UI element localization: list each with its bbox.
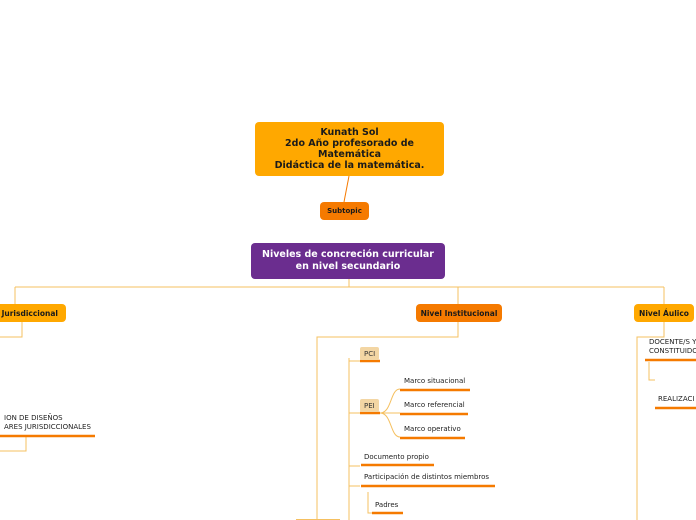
main-topic-line2: en nivel secundario <box>295 261 401 272</box>
jurisdiccional-item-line2: ARES JURISDICCIONALES <box>4 423 91 431</box>
main-topic[interactable]: Niveles de concreción curricular en nive… <box>251 243 445 279</box>
docente-node[interactable]: DOCENTE/S Y CONSTITUIDO <box>649 338 696 356</box>
nivel-institucional-node[interactable]: Nivel Institucional <box>416 304 502 322</box>
jurisdiccional-item[interactable]: ION DE DISEÑOS ARES JURISDICCIONALES <box>4 414 91 432</box>
central-title-line2: 2do Año profesorado de <box>285 138 414 149</box>
central-topic[interactable]: Kunath Sol 2do Año profesorado de Matemá… <box>255 122 444 176</box>
documento-propio-node[interactable]: Documento propio <box>364 453 429 461</box>
central-title-line3: Matemática <box>318 149 381 160</box>
pei-child-marco-referencial[interactable]: Marco referencial <box>404 401 465 409</box>
participacion-node[interactable]: Participación de distintos miembros <box>364 473 490 481</box>
pei-child-marco-operativo[interactable]: Marco operativo <box>404 425 461 433</box>
central-title-line4: Didáctica de la matemática. <box>274 160 425 171</box>
padres-node[interactable]: Padres <box>375 501 399 509</box>
central-title-line1: Kunath Sol <box>320 127 379 138</box>
docente-line1: DOCENTE/S Y <box>649 338 696 346</box>
main-topic-line1: Niveles de concreción curricular <box>262 249 434 260</box>
docente-line2: CONSTITUIDO <box>649 347 696 355</box>
pei-child-marco-situacional[interactable]: Marco situacional <box>404 377 466 385</box>
pci-node[interactable]: PCI <box>360 347 380 360</box>
pei-node[interactable]: PEI <box>360 399 379 412</box>
nivel-jurisdiccional-node[interactable]: l Jurisdiccional <box>0 304 66 322</box>
realizaci-node[interactable]: REALIZACI <box>658 395 695 403</box>
jurisdiccional-item-line1: ION DE DISEÑOS <box>4 414 63 422</box>
subtopic-node[interactable]: Subtopic <box>320 202 369 220</box>
nivel-aulico-node[interactable]: Nivel Áulico <box>634 304 694 322</box>
